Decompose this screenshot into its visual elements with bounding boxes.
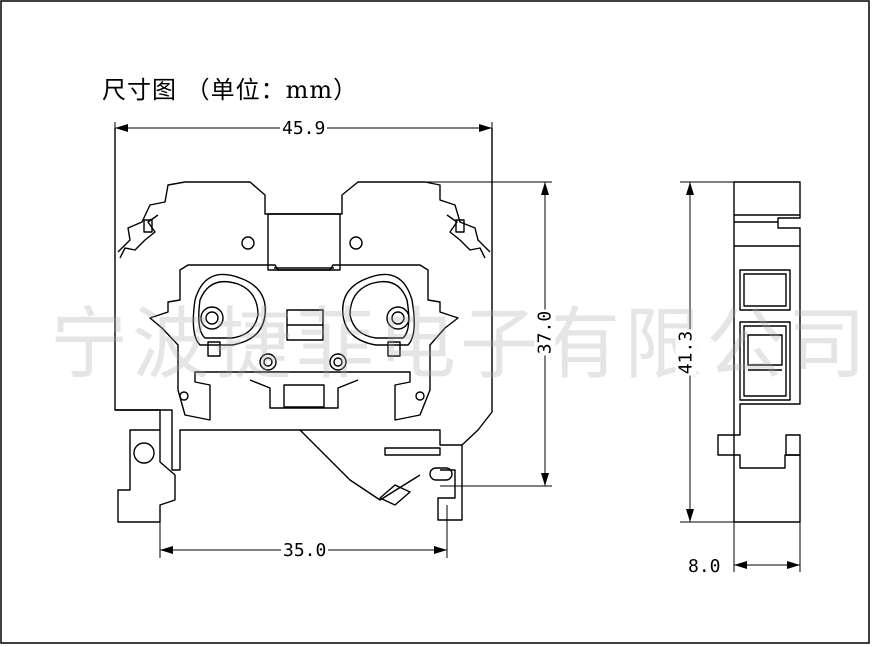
side-view-outline [717, 181, 801, 523]
dimension-rail-width: 35.0 [281, 540, 329, 561]
arrowheads-side [686, 182, 800, 569]
dimension-thickness: 8.0 [686, 556, 723, 577]
dimension-width-total: 45.9 [280, 118, 328, 139]
front-view-outline [114, 128, 493, 523]
watermark: 宁波捷菲电子有限公司 [50, 300, 871, 390]
arrowheads-front [115, 124, 549, 554]
dimension-height-side: 41.3 [675, 329, 697, 376]
dimension-height-front: 37.0 [534, 309, 556, 356]
drawing-title: 尺寸图 （单位：mm） [102, 76, 359, 104]
